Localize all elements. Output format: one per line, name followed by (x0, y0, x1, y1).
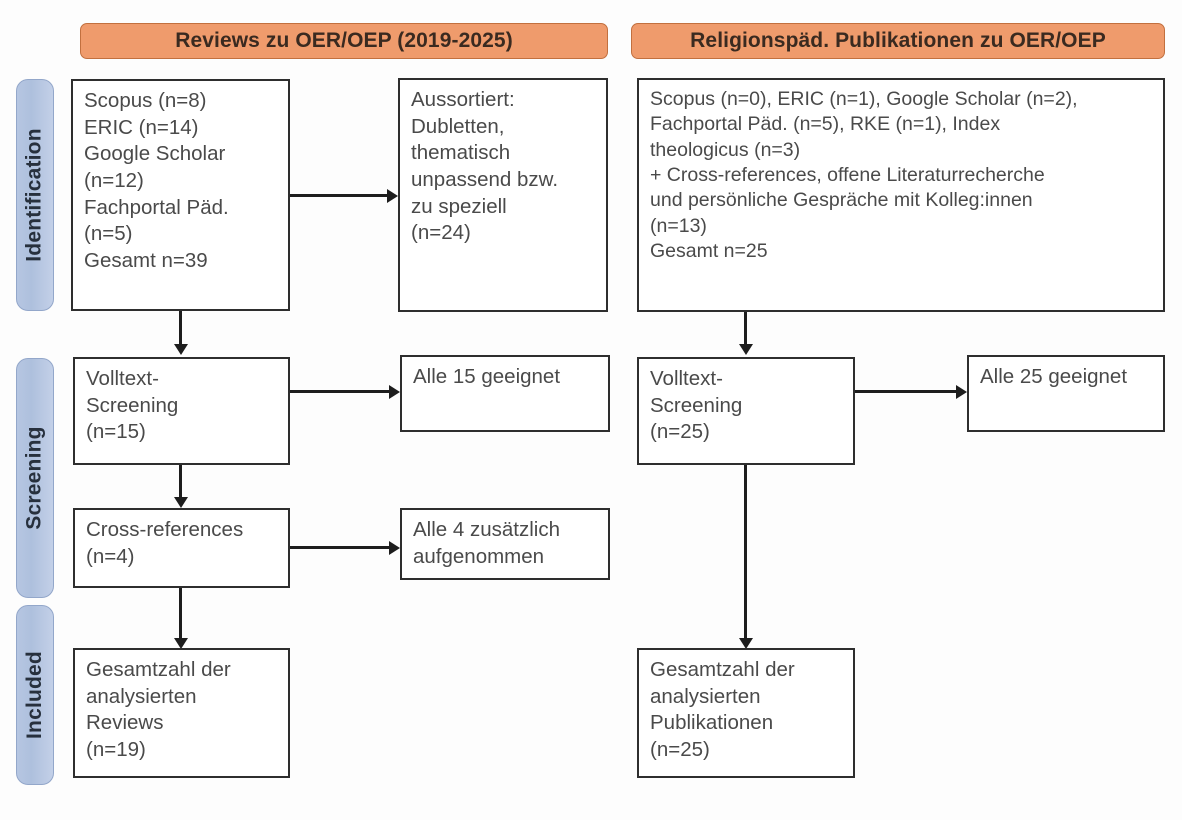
arrowhead-left-crossrefs-to-result (389, 541, 400, 555)
column-header-religionspaed: Religionspäd. Publikationen zu OER/OEP (631, 23, 1165, 59)
phase-label-identification: Identification (16, 79, 54, 311)
box-right-fulltext-result: Alle 25 geeignet (967, 355, 1165, 432)
arrowhead-left-identification-to-excluded (387, 189, 398, 203)
phase-label-included-text: Included (23, 651, 47, 739)
column-header-reviews: Reviews zu OER/OEP (2019-2025) (80, 23, 608, 59)
box-right-identification-sources: Scopus (n=0), ERIC (n=1), Google Scholar… (637, 78, 1165, 312)
arrowhead-left-crossrefs-to-included (174, 638, 188, 649)
arrowhead-right-identification-to-screening (739, 344, 753, 355)
phase-label-included: Included (16, 605, 54, 785)
connector-left-fulltext-to-result (290, 390, 389, 393)
arrowhead-left-fulltext-to-crossrefs (174, 497, 188, 508)
box-left-excluded: Aussortiert: Dubletten, thematisch unpas… (398, 78, 608, 312)
connector-left-identification-to-excluded (290, 194, 387, 197)
connector-right-fulltext-to-included (744, 465, 747, 640)
connector-left-crossrefs-to-included (179, 588, 182, 640)
box-left-fulltext-screening: Volltext- Screening (n=15) (73, 357, 290, 465)
box-left-identification-sources: Scopus (n=8) ERIC (n=14) Google Scholar … (71, 79, 290, 311)
arrowhead-right-fulltext-to-result (956, 385, 967, 399)
box-right-included-total: Gesamtzahl der analysierten Publikatione… (637, 648, 855, 778)
connector-left-fulltext-to-crossrefs (179, 465, 182, 499)
arrowhead-left-identification-to-screening (174, 344, 188, 355)
phase-label-screening-text: Screening (23, 426, 46, 530)
phase-label-screening: Screening (16, 358, 54, 598)
arrowhead-left-fulltext-to-result (389, 385, 400, 399)
box-left-cross-references: Cross-references (n=4) (73, 508, 290, 588)
connector-left-crossrefs-to-result (290, 546, 389, 549)
box-left-cross-references-result: Alle 4 zusätzlich aufgenommen (400, 508, 610, 580)
box-left-included-total: Gesamtzahl der analysierten Reviews (n=1… (73, 648, 290, 778)
box-left-fulltext-result: Alle 15 geeignet (400, 355, 610, 432)
connector-right-fulltext-to-result (855, 390, 956, 393)
connector-left-identification-to-screening (179, 311, 182, 346)
phase-label-identification-text: Identification (23, 128, 46, 262)
arrowhead-right-fulltext-to-included (739, 638, 753, 649)
box-right-fulltext-screening: Volltext- Screening (n=25) (637, 357, 855, 465)
connector-right-identification-to-screening (744, 312, 747, 346)
